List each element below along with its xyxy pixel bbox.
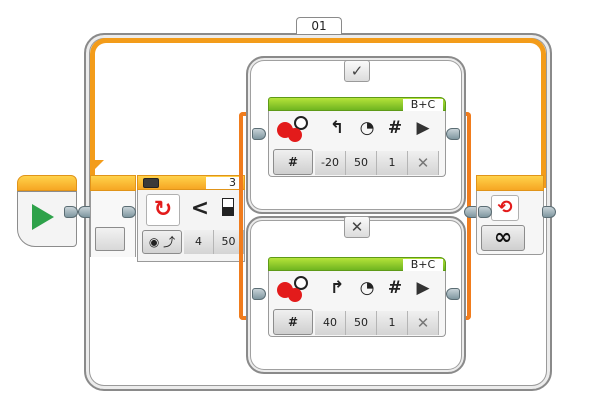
- rotations-mode-icon: #: [287, 155, 299, 169]
- compare-mode-icon: ◉ ⤴: [148, 235, 176, 249]
- power-param[interactable]: 50: [346, 151, 377, 175]
- motor-ports[interactable]: B+C: [403, 99, 443, 111]
- brake-icon: ▶: [416, 278, 430, 298]
- turn-right-arrow-icon: ↱: [329, 278, 345, 298]
- move-steering-block-false[interactable]: B+C # ↱ ◔ # ▶ 40 50 1 ✕: [268, 257, 446, 341]
- speed-icon: ◔: [359, 118, 375, 138]
- condition-body: ↻ ◉ ⤴ < 4 50: [137, 190, 245, 262]
- loop-mode-button[interactable]: ∞: [481, 225, 525, 251]
- brake-icon: ▶: [416, 118, 430, 138]
- brake-param[interactable]: ✕: [408, 151, 439, 175]
- loop-repeat-icon[interactable]: ⟲: [491, 195, 519, 221]
- loop-end-block[interactable]: ⟲ ∞: [476, 175, 544, 257]
- move-steering-header: B+C: [268, 257, 446, 271]
- turn-left-arrow-icon: ↰: [329, 118, 345, 138]
- infinity-icon: ∞: [493, 225, 513, 250]
- compare-operator: <: [190, 196, 210, 221]
- program-output-connector[interactable]: [542, 206, 556, 218]
- condition-port[interactable]: 3: [206, 177, 242, 189]
- rotations-icon: #: [387, 118, 403, 138]
- play-icon[interactable]: [32, 204, 54, 230]
- loop-end-body: ⟲ ∞: [476, 191, 544, 255]
- case-true-tab[interactable]: ✓: [344, 60, 370, 82]
- compare-type-param[interactable]: 4: [184, 230, 214, 254]
- mode-rotations-button[interactable]: #: [273, 149, 313, 175]
- loop-start-block[interactable]: [90, 175, 136, 257]
- move-steering-block-true[interactable]: B+C # ↰ ◔ # ▶ -20 50 1 ✕: [268, 97, 446, 181]
- move-steering-body: # ↱ ◔ # ▶ 40 50 1 ✕: [268, 271, 446, 337]
- steering-param[interactable]: -20: [315, 151, 346, 175]
- loop-end-in-connector[interactable]: [478, 206, 492, 218]
- large-motors-icon: [277, 276, 308, 302]
- power-param[interactable]: 50: [346, 311, 377, 335]
- motor-ports[interactable]: B+C: [403, 259, 443, 271]
- rotations-mode-icon: #: [287, 315, 299, 329]
- start-block-header: [17, 175, 77, 191]
- rotations-icon: #: [387, 278, 403, 298]
- brake-param[interactable]: ✕: [408, 311, 439, 335]
- case-true-in-connector[interactable]: [252, 128, 266, 140]
- case-false-out-connector[interactable]: [446, 288, 460, 300]
- loop-name-label[interactable]: 01: [296, 17, 342, 34]
- mode-rotations-button[interactable]: #: [273, 309, 313, 335]
- case-false-in-connector[interactable]: [252, 288, 266, 300]
- case-true-out-connector[interactable]: [446, 128, 460, 140]
- loop-condition-block[interactable]: 3 ↻ ◉ ⤴ < 4 50: [137, 175, 245, 265]
- loop-start-header: [90, 175, 136, 191]
- condition-header: 3: [137, 175, 245, 190]
- loop-end-header: [476, 175, 544, 191]
- rotations-param[interactable]: 1: [377, 151, 408, 175]
- compare-mode-button[interactable]: ◉ ⤴: [142, 230, 182, 254]
- start-block[interactable]: [17, 175, 77, 250]
- switch-case-true[interactable]: [246, 56, 466, 214]
- loop-inner-connector[interactable]: [122, 206, 136, 218]
- rotations-param[interactable]: 1: [377, 311, 408, 335]
- start-output-connector[interactable]: [64, 206, 78, 218]
- sensor-mode-icon[interactable]: [143, 178, 159, 188]
- loop-start-body: [90, 191, 136, 257]
- case-false-tab[interactable]: ✕: [344, 216, 370, 238]
- threshold-gauge-icon: [222, 198, 234, 216]
- move-steering-body: # ↰ ◔ # ▶ -20 50 1 ✕: [268, 111, 446, 177]
- move-params: -20 50 1 ✕: [315, 151, 439, 175]
- motor-rotation-sensor-icon[interactable]: ↻: [146, 194, 180, 226]
- switch-left-wire: [239, 112, 247, 320]
- move-steering-header: B+C: [268, 97, 446, 111]
- large-motors-icon: [277, 116, 308, 142]
- loop-drop-slot[interactable]: [95, 227, 125, 251]
- move-params: 40 50 1 ✕: [315, 311, 439, 335]
- start-block-body[interactable]: [17, 191, 77, 247]
- steering-param[interactable]: 40: [315, 311, 346, 335]
- loop-return-wire: [90, 38, 546, 188]
- loop-wire-arrow-icon: [90, 160, 104, 174]
- speed-icon: ◔: [359, 278, 375, 298]
